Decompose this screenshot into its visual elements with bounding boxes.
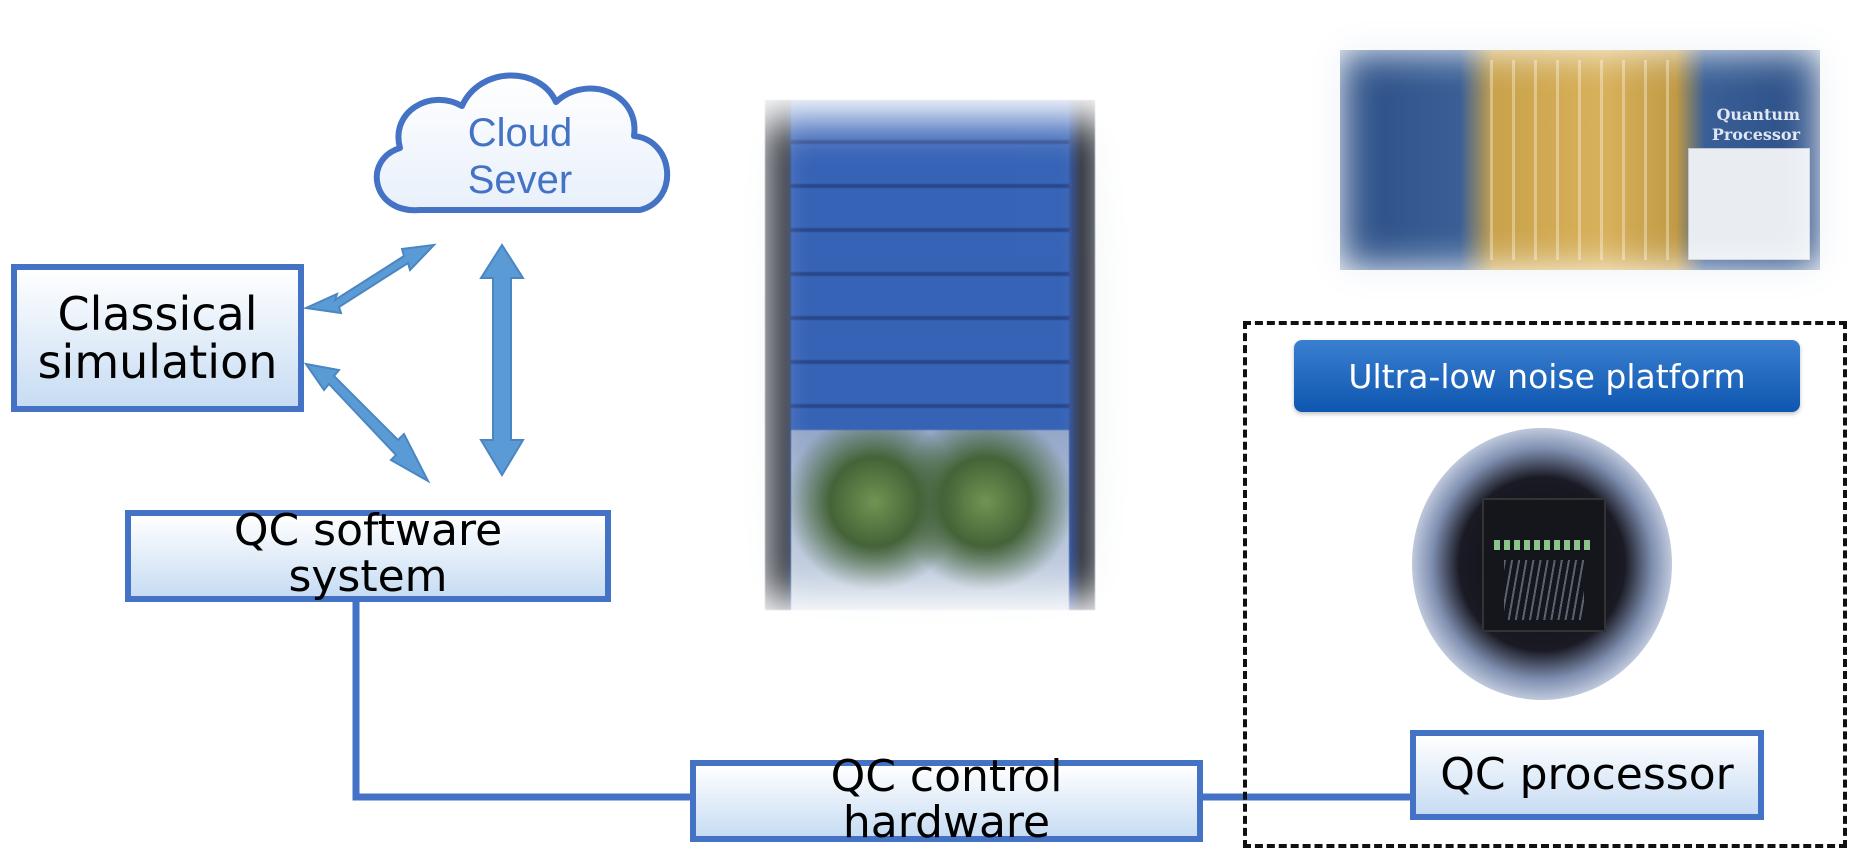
control-label-line1: QC control [830,751,1063,802]
classical-simulation-node: Classical simulation [11,264,304,412]
classical-label-line2: simulation [37,335,278,389]
software-label-line2: system [288,551,448,603]
fridge-label-1: Quantum [1716,105,1800,124]
cloud-label-line1: Cloud [468,111,573,155]
rack-photo [735,90,1135,630]
arrow-classical-cloud [302,243,437,315]
control-label-line2: hardware [842,797,1051,849]
qc-control-hardware-node: QC control hardware [690,753,1203,846]
classical-label-line1: Classical [57,286,258,341]
fridge-label-2: Processor [1711,125,1800,144]
quantum-chip-photo [1412,428,1672,700]
connector-software-control [352,598,690,801]
qc-processor-node: QC processor [1410,730,1764,820]
ultra-low-noise-banner: Ultra-low noise platform [1294,340,1800,412]
qc-software-node: QC software system [125,505,611,603]
cloud-label-line2: Sever [468,158,573,202]
dashed-region [1243,321,1847,848]
processor-label: QC processor [1440,748,1734,800]
dilution-refrigerator-photo: Quantum Processor [1310,20,1850,300]
software-label-line1: QC software [233,505,503,556]
cloud-server-node: Cloud Sever [373,72,670,214]
arrow-classical-software [303,362,431,484]
arrow-cloud-software [479,243,525,477]
